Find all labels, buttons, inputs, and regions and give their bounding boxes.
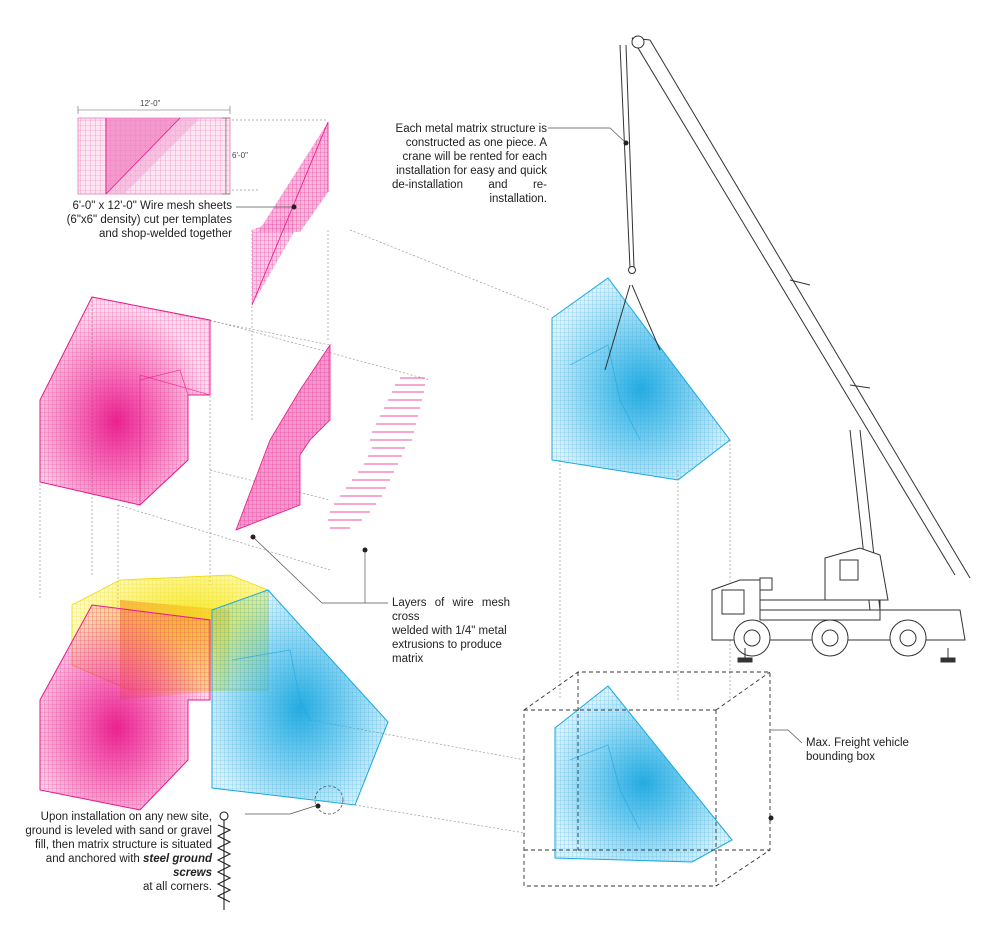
assembled-matrix-cluster (39, 574, 389, 815)
magenta-slice (235, 343, 331, 531)
cut-mesh-sheets (251, 121, 329, 306)
mobile-crane-icon (619, 35, 971, 663)
template-height-label: 6'-0" (232, 151, 248, 160)
mesh-note-line: and shop-welded together (99, 228, 232, 240)
mesh-note-line: 6'-0" x 12'-0" Wire mesh sheets (72, 200, 232, 212)
mesh-note-line: (6"x6" density) cut per templates (66, 214, 232, 226)
mesh-note: 6'-0" x 12'-0" Wire mesh sheets (6"x6" d… (50, 199, 232, 241)
cyan-matrix-hoisted (551, 277, 731, 481)
layers-note-line: matrix (392, 653, 424, 665)
magenta-matrix-upper (39, 296, 211, 506)
crane-note-line: Each metal matrix structure is (395, 123, 547, 135)
crane-note-line: installation for easy and quick (396, 165, 547, 177)
layers-note-line: welded with 1/4" metal (392, 625, 507, 637)
freight-note: Max. Freight vehicle bounding box (806, 736, 956, 764)
freight-bounding-box (523, 671, 771, 887)
layers-note: Layers of wire mesh cross welded with 1/… (392, 596, 510, 666)
leader-lines (236, 127, 803, 815)
freight-note-line: Max. Freight vehicle (806, 737, 909, 749)
crane-note: Each metal matrix structure is construct… (392, 122, 547, 206)
freight-note-line: bounding box (806, 751, 876, 763)
install-note-line: fill, then matrix structure is situated (34, 839, 212, 851)
layers-note-line: Layers of wire mesh cross (392, 597, 510, 623)
steel-ground-screws-emphasis: steel ground screws (142, 853, 212, 879)
install-note-line: ground is leveled with sand or gravel (25, 825, 212, 837)
mesh-template-sheet: 12'-0" 6'-0" (77, 99, 248, 195)
crane-note-line: constructed as one piece. A (405, 137, 547, 149)
install-note-prefix: and anchored with (45, 853, 143, 865)
install-note-line: and anchored with steel ground screws (6, 852, 212, 880)
crane-note-line: de-installation and re-installation. (392, 179, 547, 205)
template-width-label: 12'-0" (140, 99, 161, 108)
layers-note-line: extrusions to produce (392, 639, 502, 651)
crane-note-line: crane will be rented for each (402, 151, 547, 163)
leader-dots (250, 140, 774, 821)
extrusion-strokes (328, 377, 425, 529)
install-note: Upon installation on any new site, groun… (6, 810, 212, 894)
install-note-line: Upon installation on any new site, (40, 811, 212, 823)
ground-screw-icon (216, 811, 232, 910)
install-note-line: at all corners. (142, 881, 212, 893)
cyan-matrix-boxed (554, 685, 733, 863)
